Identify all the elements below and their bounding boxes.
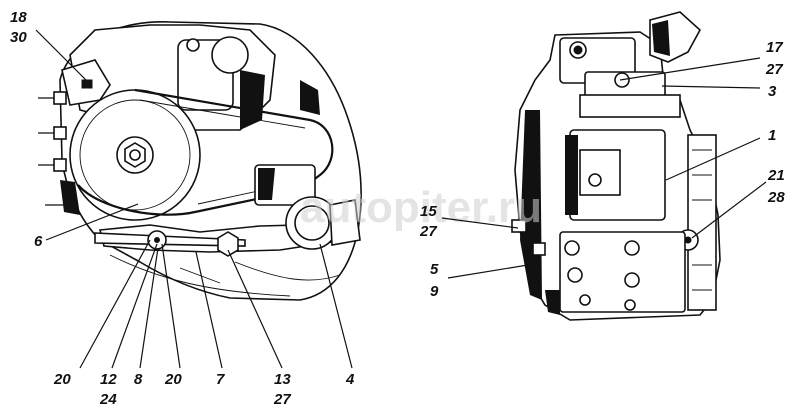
side-plate-ribs [692, 149, 712, 291]
callout-17: 17 [766, 39, 783, 56]
callout-27a: 27 [273, 391, 291, 408]
leader-3 [661, 85, 761, 89]
watermark: autopiter.ru [300, 183, 542, 232]
adjust-nut [217, 231, 239, 257]
bolt-5 [532, 242, 546, 256]
leader-6 [45, 203, 139, 241]
leader-12-24 [111, 243, 158, 369]
callout-12: 12 [100, 371, 117, 388]
bracket-bolt [81, 79, 93, 89]
adjusting-rod [94, 232, 246, 247]
leader-20b [161, 243, 181, 369]
leader-20a [79, 239, 151, 369]
pump-bolt [588, 173, 602, 187]
callout-15: 15 [420, 203, 437, 220]
callout-21: 21 [767, 167, 785, 184]
top-port-inner [573, 45, 583, 55]
tensioner-shadow [258, 168, 275, 200]
right-view [511, 11, 721, 321]
upper-boss [211, 36, 249, 74]
manifold-holes [564, 240, 640, 311]
leader-lines [35, 29, 767, 369]
pivot-bolt-center [154, 237, 160, 243]
callout-7: 7 [216, 371, 225, 388]
callout-24: 24 [99, 391, 117, 408]
pump-shade [565, 135, 578, 215]
callout-9: 9 [430, 283, 439, 300]
exhaust-shade [652, 20, 670, 56]
callout-1: 1 [768, 127, 776, 144]
alternator-center [129, 149, 141, 161]
drive-belt [77, 88, 334, 216]
leader-7 [195, 251, 223, 369]
lower-left-shade [545, 290, 560, 315]
callout-5: 5 [430, 261, 439, 278]
water-pipe-bore [294, 205, 330, 241]
mount-bracket-3 [579, 94, 681, 118]
leader-17-27 [619, 57, 761, 81]
water-pipe-body [329, 199, 361, 246]
callout-6: 6 [34, 233, 43, 250]
callout-4: 4 [345, 371, 355, 388]
leader-21-28 [691, 181, 767, 239]
callout-27b: 27 [765, 61, 783, 78]
callout-8: 8 [134, 371, 143, 388]
callout-18: 18 [10, 9, 27, 26]
upper-shadow [240, 70, 265, 130]
callout-20b: 20 [164, 371, 182, 388]
lower-housing-sweep [109, 254, 341, 297]
leader-13-27 [227, 249, 283, 369]
alternator-pulley-inner [79, 99, 191, 211]
leader-1 [665, 137, 761, 181]
callout-30: 30 [10, 29, 27, 46]
left-view [38, 21, 362, 301]
housing-shade-a [300, 80, 320, 115]
callout-27c: 27 [419, 223, 437, 240]
callouts: 18 30 6 20 12 24 8 20 7 13 27 4 17 27 3 … [10, 9, 785, 408]
housing-shade-b [60, 180, 80, 215]
bolt-15 [511, 219, 527, 233]
upper-bolt [186, 38, 200, 52]
callout-13: 13 [274, 371, 291, 388]
leader-8 [139, 247, 159, 369]
leader-15-27 [441, 217, 519, 229]
leader-4 [319, 243, 353, 369]
pump-detail [579, 149, 621, 196]
bolt-21-center [684, 236, 692, 244]
callout-3: 3 [768, 83, 777, 100]
leader-5-9 [447, 263, 535, 279]
callout-20a: 20 [53, 371, 71, 388]
callout-28: 28 [767, 189, 785, 206]
leader-18-30 [35, 29, 91, 85]
lower-manifold [559, 231, 686, 313]
